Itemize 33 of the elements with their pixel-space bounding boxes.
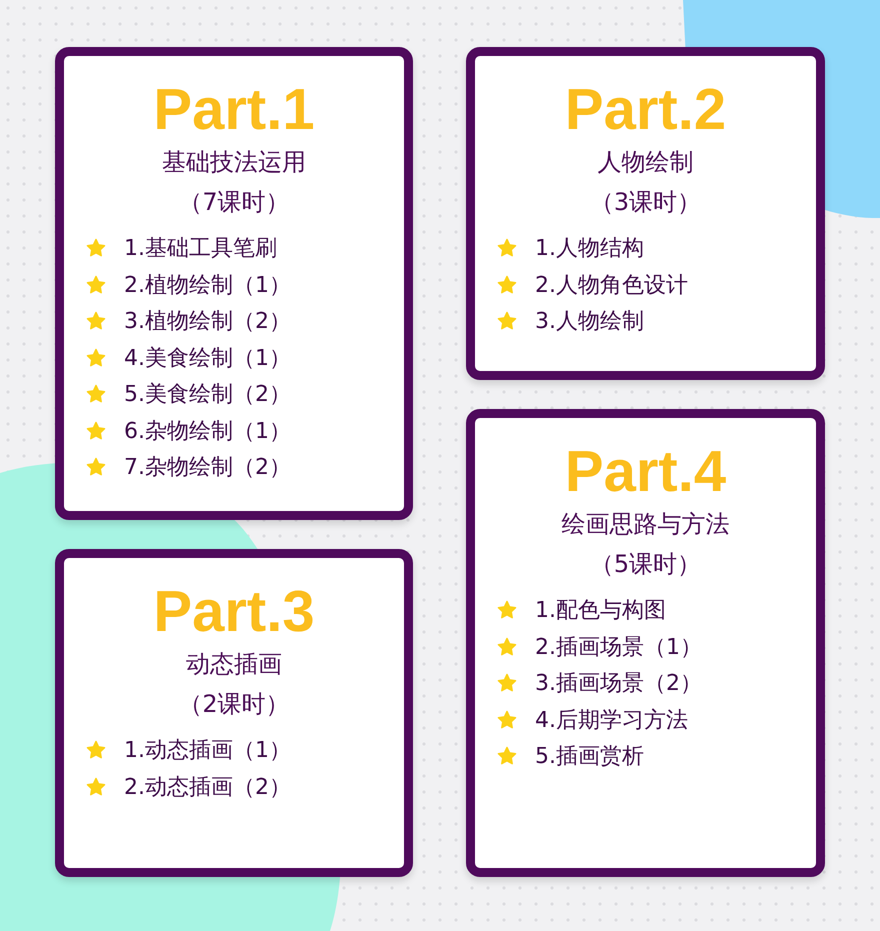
lesson-item: 3.插画场景（2） xyxy=(535,670,702,698)
part-heading: Part.4 xyxy=(564,440,726,504)
part-heading: Part.1 xyxy=(153,78,315,142)
lesson-item: 1.人物结构 xyxy=(535,235,644,264)
lesson-item: 4.美食绘制（1） xyxy=(124,344,291,373)
lesson-item: 2.动态插画（2） xyxy=(124,774,291,802)
section-title: 人物绘制 xyxy=(598,147,694,178)
section-title: 基础技法运用 xyxy=(162,147,306,178)
lesson-item: 1.配色与构图 xyxy=(535,597,666,626)
lesson-item: 4.后期学习方法 xyxy=(535,706,688,735)
lesson-count: （5课时） xyxy=(590,549,702,580)
lesson-count: （3课时） xyxy=(590,187,702,218)
part-heading: Part.3 xyxy=(153,580,315,644)
section-title: 动态插画 xyxy=(186,649,282,680)
lesson-item: 1.基础工具笔刷 xyxy=(124,235,277,264)
lesson-item: 2.插画场景（1） xyxy=(535,634,702,662)
course-card xyxy=(55,549,413,877)
lesson-item: 1.动态插画（1） xyxy=(124,737,291,766)
section-title: 绘画思路与方法 xyxy=(562,509,730,540)
lesson-item: 2.植物绘制（1） xyxy=(124,272,291,300)
lesson-item: 5.插画赏析 xyxy=(535,743,644,772)
lesson-item: 7.杂物绘制（2） xyxy=(124,454,291,482)
course-card xyxy=(55,47,413,520)
lesson-count: （7课时） xyxy=(178,187,290,218)
lesson-item: 3.植物绘制（2） xyxy=(124,308,291,336)
course-card xyxy=(466,409,825,877)
lesson-item: 3.人物绘制 xyxy=(535,308,644,336)
lesson-count: （2课时） xyxy=(178,689,290,720)
course-card xyxy=(466,47,825,380)
lesson-item: 6.杂物绘制（1） xyxy=(124,418,291,446)
lesson-item: 2.人物角色设计 xyxy=(535,272,688,300)
lesson-item: 5.美食绘制（2） xyxy=(124,381,291,410)
part-heading: Part.2 xyxy=(564,78,726,142)
